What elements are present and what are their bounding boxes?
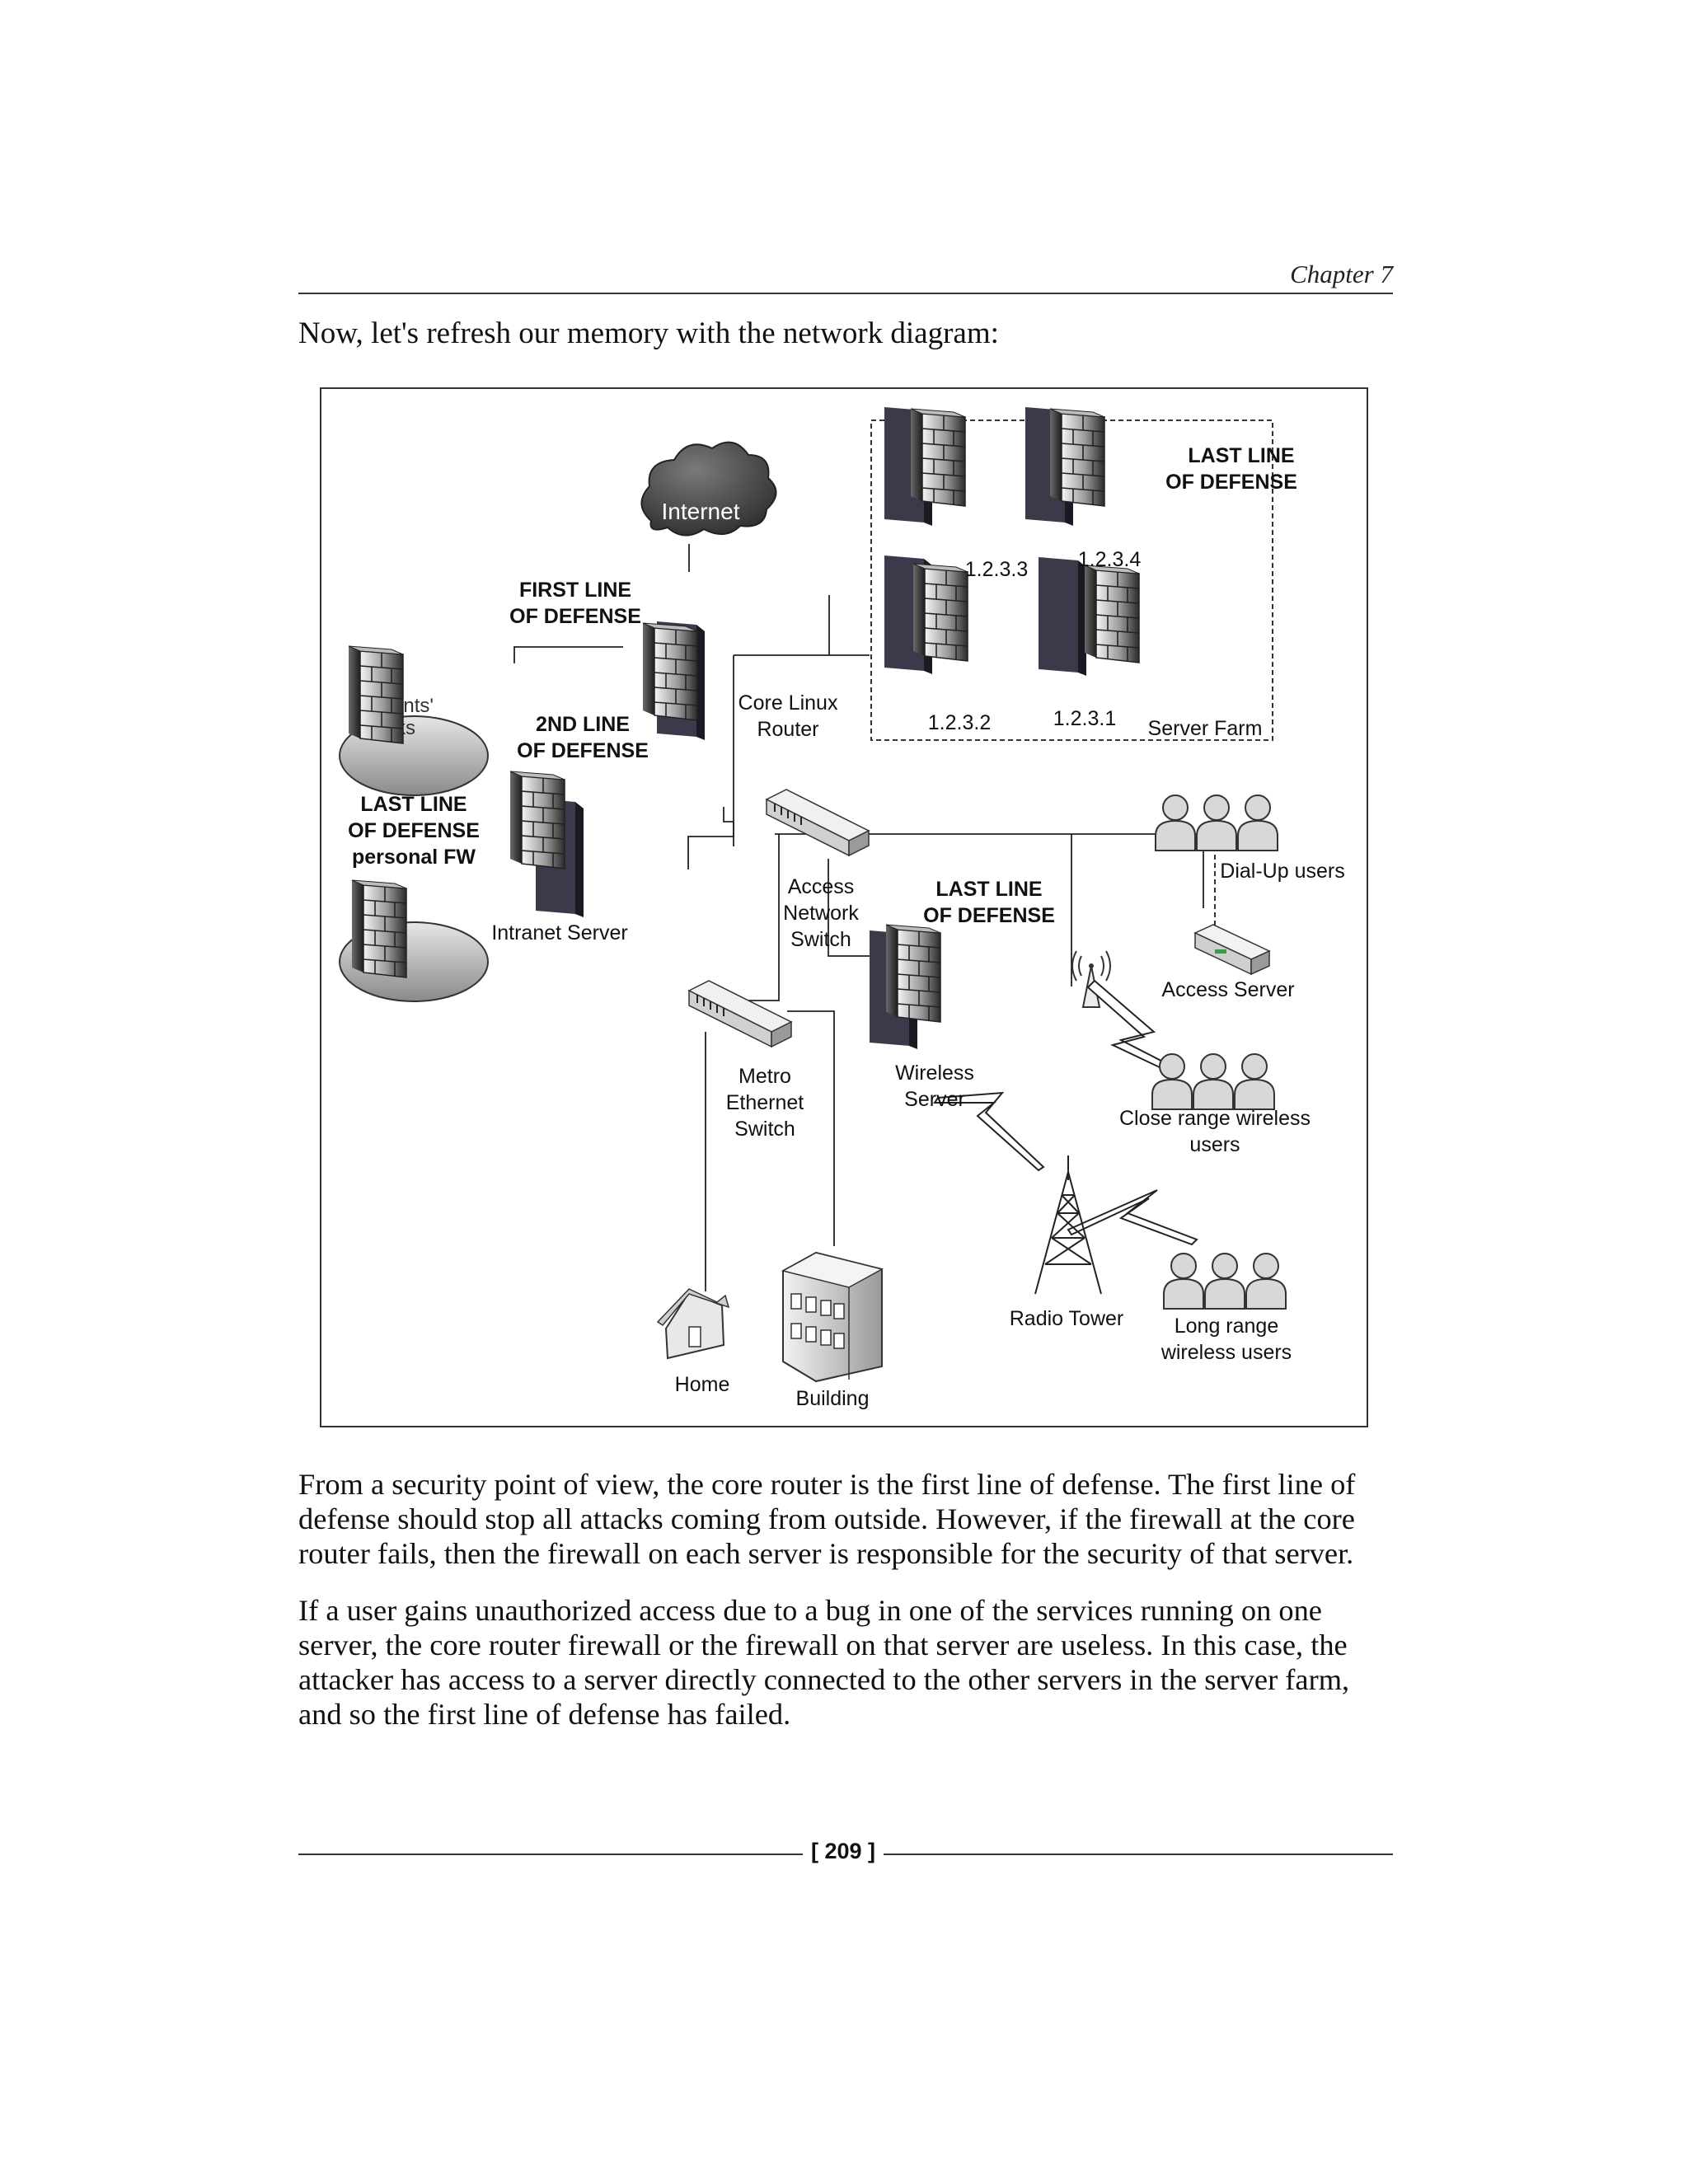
access-server-icon (1193, 924, 1271, 976)
network-diagram: Internet al ents' ks (320, 387, 1368, 1427)
home-label: Home (675, 1373, 730, 1396)
access-switch-label-2: Network (783, 902, 859, 925)
server-1231 (1039, 557, 1086, 676)
page-number: [ 209 ] (810, 1839, 876, 1863)
paragraph-2: If a user gains unauthorized access due … (298, 1594, 1350, 1731)
wireless-server-label-2: Server (904, 1088, 965, 1111)
radio-tower-icon (1034, 1155, 1102, 1295)
firewall-icon-1232 (912, 563, 968, 662)
firewall-icon-wireless (885, 924, 941, 1023)
network-diagram-svg: Internet al ents' ks (339, 407, 1345, 1410)
access-switch-icon (765, 789, 870, 857)
metro-switch-label-1: Metro (738, 1065, 791, 1088)
chapter-label: Chapter 7 (1290, 260, 1393, 288)
last-line-farm-label-1: LAST LINE (1188, 444, 1294, 467)
footer-rule-left (298, 1854, 803, 1855)
home-icon (656, 1288, 730, 1360)
long-range-label-2: wireless users (1160, 1341, 1292, 1364)
long-range-label-1: Long range (1175, 1315, 1279, 1338)
ip-label-1231: 1.2.3.1 (1053, 707, 1116, 730)
body-text: From a security point of view, the core … (298, 1467, 1395, 1754)
radio-tower-label: Radio Tower (1010, 1307, 1124, 1330)
close-range-users-icon (1151, 1053, 1275, 1110)
metro-switch-label-2: Ethernet (726, 1091, 804, 1114)
building-icon (781, 1251, 884, 1383)
firewall-icon-1233 (910, 408, 966, 507)
header-rule (298, 293, 1393, 294)
internet-cloud: Internet (640, 441, 777, 537)
access-server-label: Access Server (1161, 978, 1294, 1001)
core-router-label-1: Core Linux (738, 691, 838, 715)
last-line-personal-label-3: personal FW (352, 846, 476, 869)
long-range-users-icon (1163, 1253, 1287, 1310)
footer-rule-right (884, 1854, 1393, 1855)
firewall-icon-personal-top (348, 645, 404, 744)
last-line-wireless-label-2: OF DEFENSE (923, 904, 1055, 927)
paragraph-1: From a security point of view, the core … (298, 1468, 1356, 1570)
last-line-personal-label-1: LAST LINE (360, 793, 467, 816)
building-label: Building (796, 1387, 870, 1410)
last-line-farm-label-2: OF DEFENSE (1165, 471, 1297, 494)
dial-up-users-icon (1155, 794, 1278, 851)
last-line-wireless-label-1: LAST LINE (935, 878, 1042, 901)
metro-switch-icon (687, 980, 793, 1048)
intranet-server-label: Intranet Server (491, 921, 627, 944)
wireless-server-label-1: Wireless (895, 1062, 974, 1085)
firewall-icon-intranet (509, 771, 565, 869)
last-line-personal-label-2: OF DEFENSE (348, 819, 480, 842)
access-switch-label-3: Switch (790, 928, 851, 951)
close-range-label-1: Close range wireless (1119, 1107, 1311, 1130)
core-router-label-2: Router (757, 718, 818, 741)
firewall-icon-1231 (1084, 565, 1140, 663)
firewall-icon-core-router (642, 622, 698, 721)
server-farm-label: Server Farm (1148, 717, 1263, 740)
second-line-label-2: OF DEFENSE (517, 739, 649, 762)
first-line-label-1: FIRST LINE (519, 579, 631, 602)
firewall-icon-1234 (1049, 408, 1105, 507)
firewall-icon-personal-bottom (351, 879, 407, 978)
intro-text: Now, let's refresh our memory with the n… (298, 316, 999, 350)
ip-label-1234: 1.2.3.4 (1078, 548, 1142, 571)
second-line-label-1: 2ND LINE (536, 713, 630, 736)
ip-label-1232: 1.2.3.2 (928, 711, 991, 734)
internet-label: Internet (662, 499, 740, 524)
wireless-links (933, 979, 1198, 1246)
first-line-label-2: OF DEFENSE (509, 605, 641, 628)
access-switch-label-1: Access (788, 875, 855, 898)
close-range-label-2: users (1189, 1133, 1240, 1156)
metro-switch-label-3: Switch (734, 1118, 795, 1141)
dial-up-users-label: Dial-Up users (1220, 860, 1344, 883)
ip-label-1233: 1.2.3.3 (965, 558, 1028, 581)
